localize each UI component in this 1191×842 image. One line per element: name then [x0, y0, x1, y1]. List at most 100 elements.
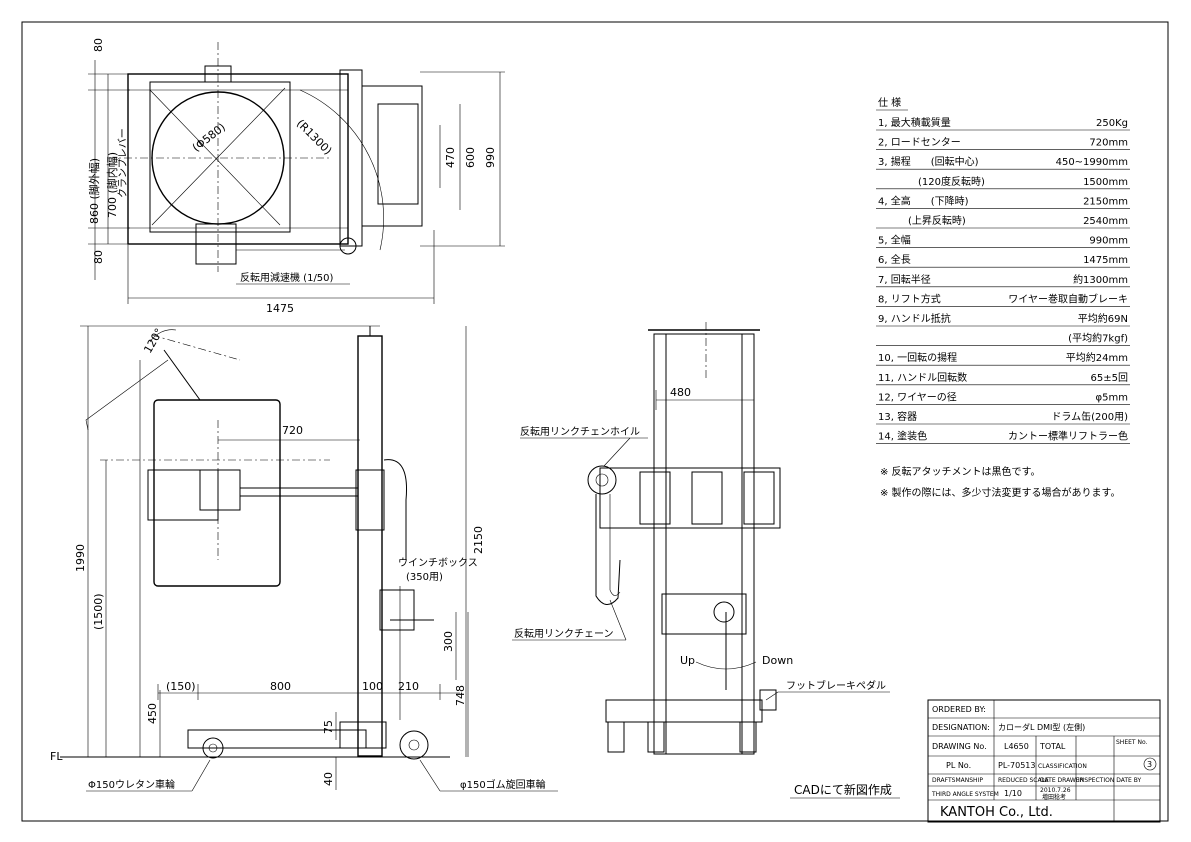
total-label: TOTAL [1039, 742, 1066, 751]
dim-748: 748 [454, 685, 467, 706]
dim-210: 210 [398, 680, 419, 693]
spec-row-value: ドラム缶(200用) [1051, 410, 1128, 423]
drawer-value: 増田稔考 [1042, 793, 1066, 801]
dim-720: 720 [282, 424, 303, 437]
spec-row-value: ワイヤー巻取自動ブレーキ [1008, 292, 1128, 305]
dim-990: 990 [484, 147, 497, 168]
date-value: 2010.7.26 [1040, 787, 1071, 794]
spec-row-label: 11, ハンドル回転数 [878, 371, 967, 384]
dim-300: 300 [442, 631, 455, 652]
left-wheel [202, 737, 224, 759]
spec-note-2: ※ 製作の際には、多少寸法変更する場合があります。 [880, 486, 1121, 499]
spec-row-value: 1475mm [1083, 255, 1128, 266]
sheet-border [21, 21, 1169, 822]
floor-label: FL [50, 750, 63, 763]
dim-1500: (1500) [92, 593, 105, 630]
spec-row-value: 平均約69N [1078, 312, 1128, 325]
spec-row-label: 4, 全高 (下降時) [878, 194, 969, 207]
projection-value: THIRD ANGLE SYSTEM [931, 791, 999, 798]
spec-row-value: 約1300mm [1073, 273, 1128, 286]
spec-row-value: 2150mm [1083, 196, 1128, 207]
sheet-label: SHEET No. [1116, 739, 1148, 746]
classification-label: CLASSIFICATION [1038, 763, 1087, 770]
dim-150: (150) [166, 680, 196, 693]
spec-row-value: 990mm [1089, 236, 1128, 247]
winch-box [379, 589, 415, 631]
company-name: KANTOH Co., Ltd. [940, 805, 1053, 820]
front-mast [653, 333, 755, 755]
dim-470: 470 [444, 147, 457, 168]
up-label: Up [680, 654, 695, 667]
spec-row-value: 250Kg [1096, 118, 1128, 129]
dim-1475: 1475 [266, 302, 294, 315]
base-frame [127, 73, 349, 245]
spec-row-label: 10, 一回転の揚程 [878, 351, 957, 364]
inspection-label: INSPECTION DATE BY [1078, 777, 1142, 784]
pl-no-label: PL No. [946, 761, 971, 770]
spec-row-value: φ5mm [1096, 392, 1128, 403]
spec-row-label: 6, 全長 [878, 253, 911, 266]
chain-label: 反転用リンクチェーン [514, 628, 614, 640]
dim-450: 450 [146, 703, 159, 724]
designation-label: DESIGNATION: [932, 723, 990, 732]
sheet-circle [1143, 757, 1157, 771]
dim-75: 75 [322, 720, 335, 734]
spec-row-value: 65±5回 [1091, 372, 1128, 384]
spec-row-label: 8, リフト方式 [878, 292, 941, 305]
clamp-lever-label: クランプレバー [117, 128, 129, 198]
dim-860: 860 (脚外幅) [87, 158, 101, 224]
right-wheel-label: φ150ゴム旋回車輪 [460, 778, 546, 791]
drum-side [153, 399, 281, 587]
spec-table: 仕 様 1, 最大積載質量 250Kg 2, ロードセンター 720mm 3, 揚程 (… [876, 96, 1130, 499]
spec-row-value: 1500mm [1083, 177, 1128, 188]
spec-row-value: 720mm [1089, 138, 1128, 149]
spec-row-label: 7, 回転半径 [878, 273, 931, 286]
top-view: 80 860 (脚外幅) 700 (脚内幅) 80 クランプレバー (Φ580)… [87, 38, 505, 315]
designation-value: カローダL DMⅠ型 (左側) [998, 722, 1085, 732]
dim-80-bottom: 80 [92, 250, 105, 264]
spec-row-value: 2540mm [1083, 216, 1128, 227]
reduced-scale-label: REDUCED SCALE [998, 777, 1049, 784]
front-view: 480 反転用リンクチェンホイル 反転用リンクチェーン Up Down フットブ… [512, 322, 890, 755]
base-leg [187, 729, 367, 749]
spec-row-value: 450~1990mm [1056, 157, 1128, 168]
spec-row-label: (上昇反転時) [878, 215, 966, 227]
spec-row-label: 9, ハンドル抵抗 [878, 312, 951, 325]
right-wheel [399, 730, 429, 760]
dim-100: 100 [362, 680, 383, 693]
dim-1990: 1990 [74, 544, 87, 572]
ordered-by-label: ORDERED BY: [932, 705, 986, 714]
spec-row-label: 5, 全幅 [878, 234, 911, 247]
spec-row-value: 平均約24mm [1066, 351, 1128, 364]
chain-wheel-label: 反転用リンクチェンホイル [520, 426, 640, 438]
drawing-no-label: DRAWING No. [932, 742, 987, 751]
front-base [605, 699, 763, 723]
spec-row-label: 12, ワイヤーの径 [878, 390, 957, 403]
spec-row-label: 13, 容器 [878, 410, 917, 423]
pl-no-value: PL-70513 [998, 761, 1035, 770]
winch-box-sub: (350用) [406, 572, 443, 583]
dim-800: 800 [270, 680, 291, 693]
turn-radius-label: (R1300) [294, 117, 334, 157]
spec-row-label: 1, 最大積載質量 [878, 116, 951, 129]
side-view: FL [50, 325, 558, 792]
reducer-label: 反転用減速機 (1/50) [240, 271, 334, 284]
chain-wheel [587, 465, 617, 495]
scale-value: 1/10 [1004, 789, 1022, 798]
dim-80-top: 80 [92, 38, 105, 52]
dim-480: 480 [670, 386, 691, 399]
draftsmanship-label: DRAFTSMANSHIP [932, 777, 983, 784]
down-label: Down [762, 654, 793, 667]
spec-row-label: 2, ロードセンター [878, 137, 961, 149]
spec-row-value: (平均約7kgf) [1068, 332, 1128, 345]
drawing-no-value: L4650 [1004, 742, 1029, 751]
spec-row-label: 3, 揚程 (回転中心) [878, 155, 979, 168]
spec-title: 仕 様 [878, 96, 901, 109]
date-drawer-label: DATE DRAWER [1040, 777, 1084, 784]
dim-600: 600 [464, 147, 477, 168]
dim-700: 700 (脚内幅) [105, 152, 119, 218]
tilt-angle-label: 120° [141, 326, 166, 355]
sheet-no-value: 3 [1147, 760, 1152, 769]
spec-row-label: (120度反転時) [878, 175, 985, 188]
